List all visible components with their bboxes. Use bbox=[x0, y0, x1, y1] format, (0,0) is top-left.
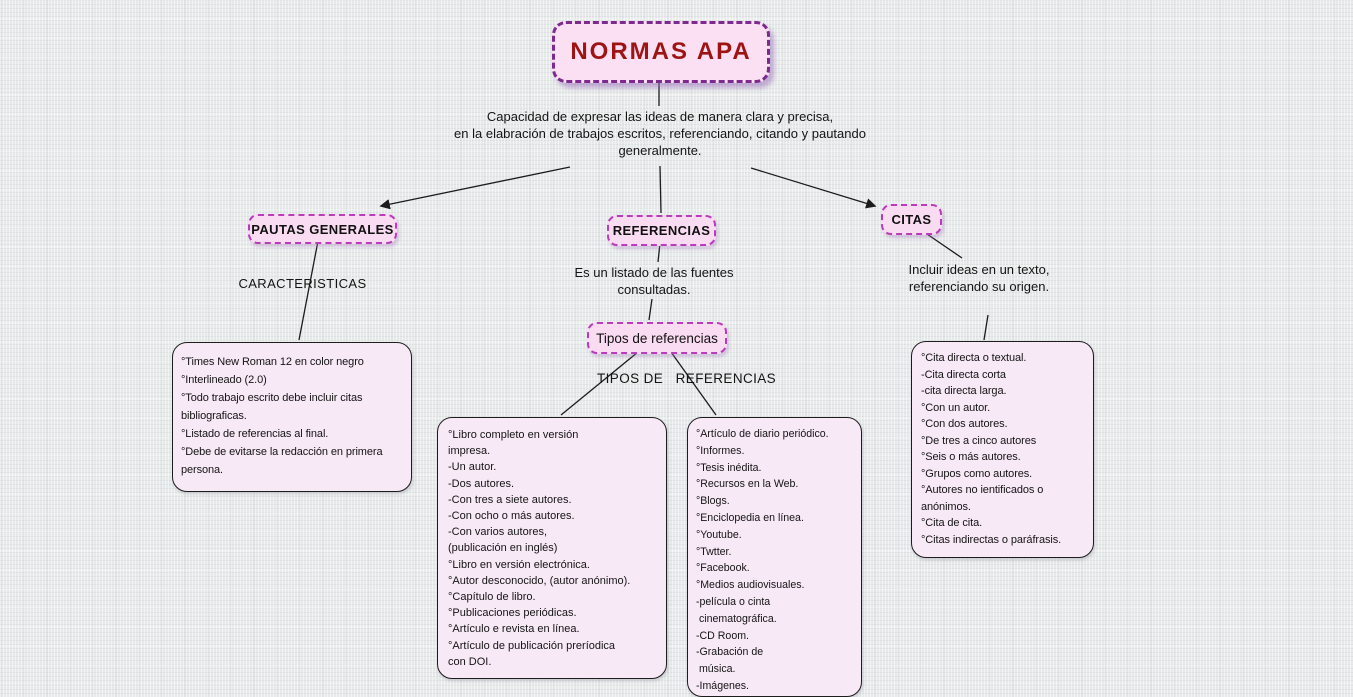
node-pautas-generales[interactable]: PAUTAS GENERALES bbox=[248, 214, 397, 244]
intro-text: Capacidad de expresar las ideas de maner… bbox=[440, 108, 880, 159]
connector-desc-to-citas-box bbox=[983, 314, 989, 341]
connector-intro-to-pautas-arrow bbox=[379, 166, 571, 210]
citas-description: Incluir ideas en un texto, referenciando … bbox=[898, 261, 1060, 295]
text-line: -Con varios autores, bbox=[448, 526, 548, 539]
label-tipos-de-referencias-heading: TIPOS DE REFERENCIAS bbox=[597, 371, 777, 386]
text-line: °Libro en versión electrónica. bbox=[448, 558, 590, 571]
node-tipos-de-referencias[interactable]: Tipos de referencias bbox=[587, 322, 727, 354]
text-line: °Informes. bbox=[696, 444, 745, 457]
text-line: °Todo trabajo escrito debe incluir citas… bbox=[181, 392, 366, 422]
text-line: °Youtube. bbox=[696, 528, 742, 541]
connector-intro-to-citas-arrow bbox=[750, 167, 877, 209]
text-line: -Dos autores. bbox=[448, 477, 515, 490]
text-line: °Twtter. bbox=[696, 545, 732, 558]
text-line: °Artículo de diario periódico. bbox=[696, 428, 829, 440]
text-line: °Interlineado (2.0) bbox=[181, 374, 267, 386]
node-citas-label: CITAS bbox=[891, 212, 932, 227]
text-line: (publicación en inglés) bbox=[448, 542, 558, 555]
node-pautas-label: PAUTAS GENERALES bbox=[251, 221, 394, 237]
text-line: °Autores no ientificados o bbox=[921, 484, 1044, 496]
text-line: -Con ocho o más autores. bbox=[448, 510, 575, 523]
text-line: °Tesis inédita. bbox=[696, 461, 762, 474]
text-line: -Cita directa corta bbox=[921, 368, 1006, 381]
text-line: impresa. bbox=[448, 445, 491, 458]
connector-citas-to-desc bbox=[923, 231, 963, 259]
text-line: Capacidad de expresar las ideas de maner… bbox=[486, 109, 834, 124]
text-line: -Un autor. bbox=[448, 461, 497, 474]
text-line: Es un listado de las fuentes bbox=[574, 265, 734, 280]
referencias-description: Es un listado de las fuentes consultadas. bbox=[570, 264, 738, 298]
text-line: con DOI. bbox=[448, 655, 492, 668]
text-line: °Con dos autores. bbox=[921, 418, 1008, 430]
text-line: en la elabración de trabajos escritos, r… bbox=[454, 126, 866, 141]
text-line: °Artículo e revista en línea. bbox=[448, 623, 580, 636]
text-line: °Facebook. bbox=[696, 562, 750, 575]
text-line: °Con un autor. bbox=[921, 401, 991, 414]
text-line: °Seis o más autores. bbox=[921, 451, 1021, 463]
text-line: °Cita directa o textual. bbox=[921, 352, 1027, 364]
text-line: -Con tres a siete autores. bbox=[448, 493, 572, 506]
connector-intro-to-referencias bbox=[659, 165, 662, 214]
text-line: °Times New Roman 12 en color negro bbox=[181, 356, 364, 368]
box-referencias-right-detail[interactable]: °Artículo de diario periódico. °Informes.… bbox=[687, 417, 862, 697]
text-line: consultadas. bbox=[617, 282, 691, 297]
text-line: generalmente. bbox=[618, 143, 702, 158]
node-referencias-label: REFERENCIAS bbox=[612, 223, 711, 238]
text-line: °Grupos como autores. bbox=[921, 467, 1033, 480]
text-line: °Medios audiovisuales. bbox=[696, 579, 805, 592]
text-line: cinematográfica. bbox=[696, 612, 777, 625]
text-line: anónimos. bbox=[921, 500, 971, 513]
text-line: -película o cinta bbox=[696, 595, 771, 608]
text-line: °Artículo de publicación preríodica bbox=[448, 639, 616, 652]
text-line: -Imágenes. bbox=[696, 679, 749, 692]
text-line: °Cita de cita. bbox=[921, 517, 983, 529]
text-line: referenciando su origen. bbox=[908, 279, 1050, 294]
box-pautas-detail[interactable]: °Times New Roman 12 en color negro °Inter… bbox=[172, 342, 412, 492]
text-line: -CD Room. bbox=[696, 629, 749, 642]
text-line: °Listado de referencias al final. bbox=[181, 428, 329, 440]
text-line: °Recursos en la Web. bbox=[696, 478, 799, 491]
node-tipos-label: Tipos de referencias bbox=[596, 330, 718, 346]
text-line: °Blogs. bbox=[696, 495, 730, 508]
text-line: °Citas indirectas o paráfrasis. bbox=[921, 533, 1062, 546]
text-line: °Enciclopedia en línea. bbox=[696, 511, 804, 524]
text-line: °Libro completo en versión bbox=[448, 429, 579, 441]
text-line: -Grabación de bbox=[696, 646, 764, 659]
text-line: música. bbox=[696, 663, 736, 676]
title-text: NORMAS APA bbox=[570, 38, 752, 65]
text-line: °De tres a cinco autores bbox=[921, 434, 1037, 447]
title-node-normas-apa[interactable]: NORMAS APA bbox=[552, 21, 770, 83]
box-referencias-left-detail[interactable]: °Libro completo en versión impresa. -Un au… bbox=[437, 417, 667, 679]
label-caracteristicas: CARACTERISTICAS bbox=[238, 276, 367, 291]
text-line: °Autor desconocido, (autor anónimo). bbox=[448, 574, 631, 587]
node-citas[interactable]: CITAS bbox=[881, 204, 942, 235]
connector-desc-to-tipos-node bbox=[648, 298, 653, 321]
text-line: °Publicaciones periódicas. bbox=[448, 607, 577, 620]
text-line: °Capítulo de libro. bbox=[448, 591, 536, 604]
text-line: -cita directa larga. bbox=[921, 385, 1007, 397]
text-line: Incluir ideas en un texto, bbox=[908, 262, 1050, 277]
text-line: °Debe de evitarse la redacción en primer… bbox=[181, 446, 386, 476]
node-referencias[interactable]: REFERENCIAS bbox=[607, 215, 716, 246]
box-citas-detail[interactable]: °Cita directa o textual. -Cita directa co… bbox=[911, 341, 1094, 558]
